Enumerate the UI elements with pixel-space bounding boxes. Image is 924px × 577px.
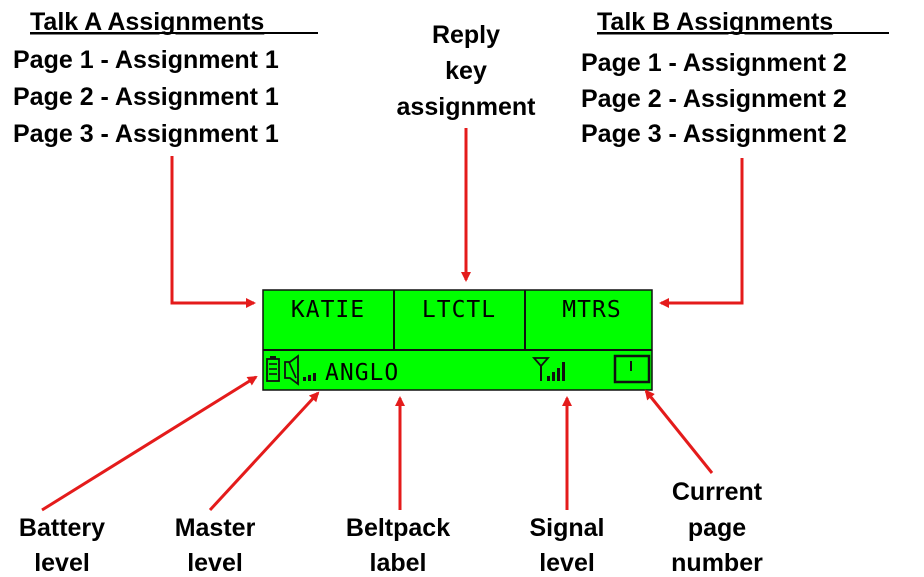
reply-line-3: assignment: [397, 93, 537, 121]
talk-b-title: Talk B Assignments: [597, 8, 833, 36]
speaker-icon: [284, 354, 316, 386]
page-callout-line-1: Current: [672, 478, 763, 506]
battery-callout-line-2: level: [34, 549, 90, 577]
battery-callout-line-1: Battery: [19, 514, 105, 542]
beltpack-callout-line-2: label: [370, 549, 427, 577]
talk-a-line-2: Page 2 - Assignment 1: [13, 83, 279, 111]
beltpack-label: ANGLO: [325, 360, 399, 386]
master-callout-line-1: Master: [175, 514, 256, 542]
battery-arrow: [41, 375, 258, 512]
talk-b-line-3: Page 3 - Assignment 2: [581, 120, 847, 148]
page-callout-line-3: number: [671, 549, 763, 577]
signal-callout-line-2: level: [539, 549, 595, 577]
master-callout-line-2: level: [187, 549, 243, 577]
lcd-background: [262, 289, 653, 391]
page-arrow: [644, 389, 714, 474]
lcd-key-3[interactable]: MTRS: [562, 297, 621, 323]
talk-b-line-1: Page 1 - Assignment 2: [581, 49, 847, 77]
antenna-icon: [532, 357, 565, 381]
beltpack-callout-line-1: Beltpack: [346, 514, 450, 542]
master-arrow: [208, 391, 320, 512]
talk-a-line-3: Page 3 - Assignment 1: [13, 120, 279, 148]
lcd-key-2[interactable]: LTCTL: [422, 297, 496, 323]
talk-b-arrow: [659, 158, 744, 308]
talk-a-arrow: [170, 156, 256, 308]
signal-callout-line-1: Signal: [529, 514, 604, 542]
talk-a-title: Talk A Assignments: [30, 8, 264, 36]
reply-line-2: key: [445, 57, 487, 85]
page-box-icon: [613, 354, 651, 384]
battery-icon: [266, 356, 280, 382]
lcd-display: KATIE LTCTL MTRS ANGLO: [262, 289, 653, 391]
talk-a-line-1: Page 1 - Assignment 1: [13, 46, 279, 74]
reply-line-1: Reply: [432, 21, 500, 49]
lcd-key-1[interactable]: KATIE: [291, 297, 365, 323]
talk-b-line-2: Page 2 - Assignment 2: [581, 85, 847, 113]
page-callout-line-2: page: [688, 514, 746, 542]
